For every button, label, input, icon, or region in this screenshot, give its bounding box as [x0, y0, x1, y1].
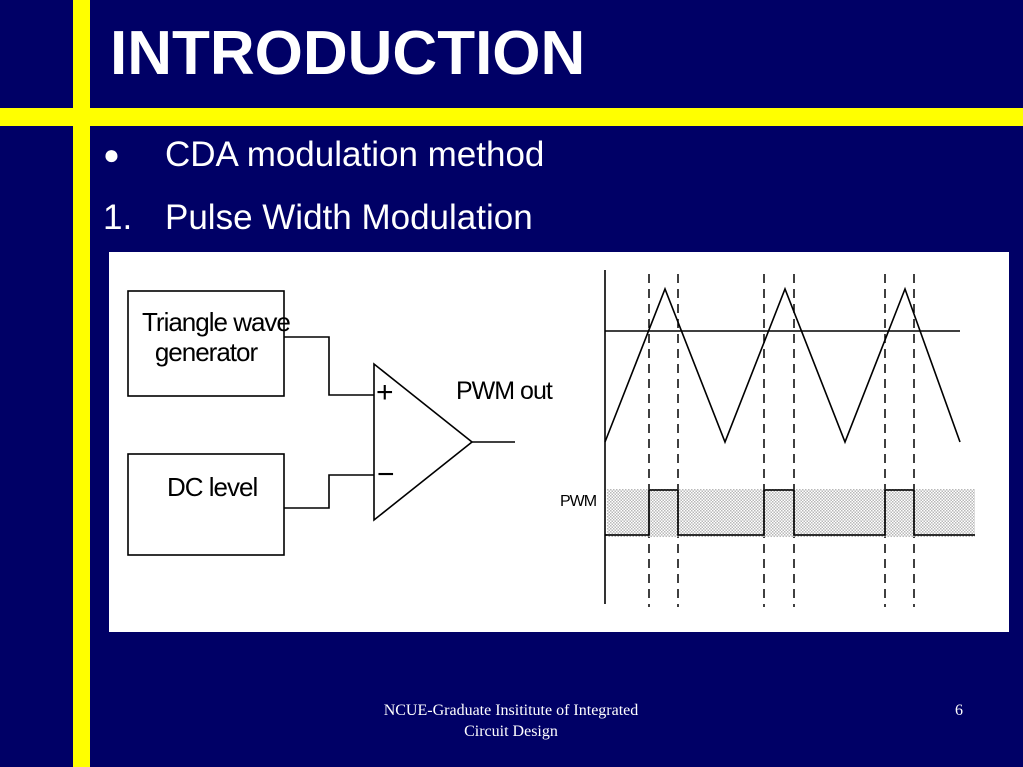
comparator-symbol: [373, 362, 474, 522]
triangle-waveform: [604, 286, 961, 445]
plus-sign: +: [376, 376, 394, 409]
page-number: 6: [955, 702, 963, 719]
triangle-generator-block: [127, 290, 285, 397]
pwm-diagram: Triangle wave generator DC level + − PWM…: [109, 252, 1009, 632]
slide-footer: NCUE-Graduate Insititute of Integrated C…: [355, 700, 667, 742]
dc-block-label: DC level: [167, 472, 258, 502]
bullet-text: CDA modulation method: [165, 135, 545, 174]
triangle-block-label: Triangle wave generator: [142, 307, 291, 367]
pwm-out-label: PWM out: [456, 377, 553, 405]
yellow-horizontal-bar: [0, 108, 1023, 126]
footer-line1: NCUE-Graduate Insititute of Integrated: [383, 702, 639, 719]
wire-triangle: [284, 336, 374, 396]
slide-title: INTRODUCTION: [110, 19, 586, 88]
bullet-marker: ●: [103, 139, 120, 170]
triangle-block-line1: Triangle wave: [142, 307, 291, 337]
pwm-diagram-svg: [127, 270, 975, 607]
wire-dc: [284, 474, 374, 509]
pwm-waveform-label: PWM: [560, 493, 597, 510]
numbered-text: Pulse Width Modulation: [165, 198, 533, 237]
pwm-shaded-band: [607, 489, 975, 537]
minus-sign: −: [377, 458, 395, 491]
yellow-vertical-bar: [73, 0, 90, 767]
triangle-block-line2: generator: [154, 337, 258, 367]
numbered-marker: 1.: [103, 198, 133, 237]
dc-level-block: [127, 453, 285, 556]
footer-line2: Circuit Design: [464, 723, 558, 740]
